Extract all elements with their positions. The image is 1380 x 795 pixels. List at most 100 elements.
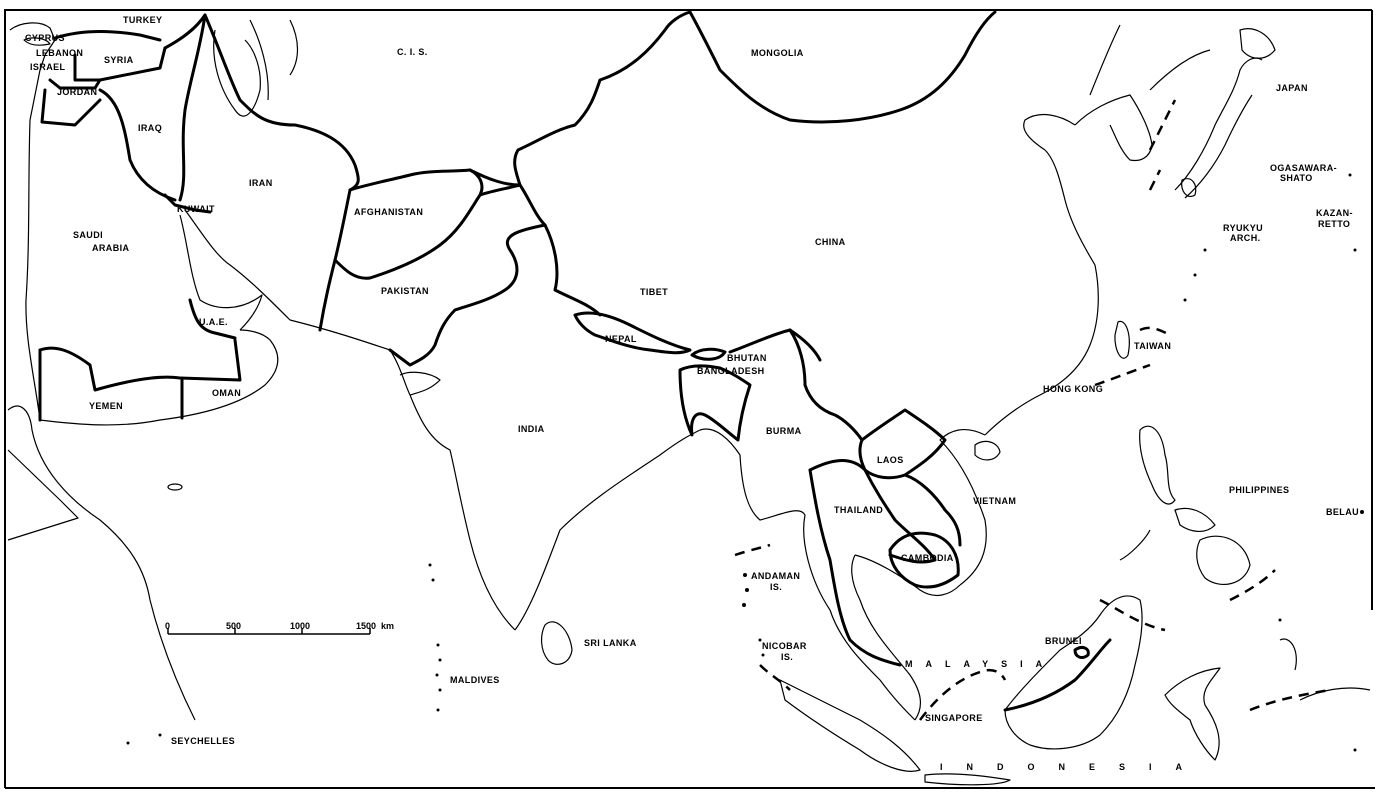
label-hong-kong: HONG KONG <box>1043 384 1104 394</box>
label-afghanistan: AFGHANISTAN <box>354 207 424 217</box>
label-andaman-line1: ANDAMAN <box>751 571 801 581</box>
label-tibet: TIBET <box>640 287 668 297</box>
border-iraq <box>98 88 177 202</box>
island-nicobar-2 <box>761 653 765 657</box>
label-cambodia: CAMBODIA <box>901 553 954 563</box>
label-cyprus: CYPRUS <box>25 33 65 43</box>
coast-japan-honshu-2 <box>1184 94 1253 199</box>
coast-sumatra <box>779 679 921 772</box>
coast-india-east <box>514 429 701 631</box>
dash-philippines-borneo <box>1099 598 1166 632</box>
label-thailand: THAILAND <box>834 505 884 515</box>
coast-sulawesi <box>1164 667 1221 761</box>
label-andaman-line2: IS. <box>770 582 783 592</box>
label-ryukyu-line2: ARCH. <box>1230 233 1261 243</box>
coast-arabia-west <box>25 119 41 421</box>
label-taiwan: TAIWAN <box>1134 341 1172 351</box>
national-borders <box>38 10 1112 712</box>
coast-kyushu <box>1181 178 1197 198</box>
label-bhutan: BHUTAN <box>727 353 767 363</box>
island-maldives-4 <box>438 688 442 692</box>
border-bhutan <box>690 347 727 361</box>
coast-india-west <box>409 394 516 631</box>
dash-nicobar <box>759 664 791 691</box>
label-ogasawara-line1: OGASAWARA- <box>1270 163 1337 173</box>
island-andaman-1 <box>743 573 747 577</box>
island-maldives-1 <box>436 643 440 647</box>
coast-far-east-2 <box>1149 49 1211 91</box>
border-brunei <box>1073 646 1090 659</box>
border-saudi-south <box>38 338 242 392</box>
coast-korea <box>1074 94 1153 162</box>
label-brunei: BRUNEI <box>1045 636 1082 646</box>
coast-africa <box>7 405 196 721</box>
label-india: INDIA <box>518 424 545 434</box>
border-pakistan <box>388 183 547 367</box>
coastlines <box>7 19 1371 786</box>
border-burma-china <box>788 328 864 442</box>
border-mongolia <box>688 10 997 124</box>
coast-gulf-north <box>184 209 291 321</box>
label-mongolia: MONGOLIA <box>751 48 804 58</box>
island-maldives-3 <box>435 673 439 677</box>
scale-label-500: 500 <box>226 621 242 631</box>
label-seychelles: SEYCHELLES <box>171 736 236 746</box>
label-saudi-arabia-line2: ARABIA <box>92 243 130 253</box>
border-cis-china <box>468 10 692 187</box>
coast-sri-lanka <box>541 621 573 665</box>
coast-far-east <box>1089 24 1121 96</box>
label-syria: SYRIA <box>104 55 134 65</box>
coast-malay-west <box>829 609 916 721</box>
border-iran-north <box>203 13 360 192</box>
label-saudi-arabia-line1: SAUDI <box>73 230 104 240</box>
island-seychelles-1 <box>126 741 130 745</box>
coast-gulf-thailand <box>854 554 961 597</box>
map-frame <box>4 9 1375 789</box>
label-nicobar-line2: IS. <box>781 652 794 662</box>
island-east-2 <box>1353 748 1357 752</box>
label-kuwait: KUWAIT <box>177 204 215 214</box>
coast-new-guinea <box>1299 687 1371 701</box>
label-kazan-line1: KAZAN- <box>1316 208 1353 218</box>
island-laccadive-2 <box>431 578 435 582</box>
coast-caspian-2 <box>249 19 269 101</box>
label-laos: LAOS <box>877 455 904 465</box>
coast-java <box>924 773 1011 786</box>
label-sri-lanka: SRI LANKA <box>584 638 637 648</box>
dash-japan-korea-2 <box>1148 169 1162 191</box>
coast-moluccas <box>1279 638 1297 671</box>
border-bangladesh <box>678 364 752 442</box>
label-bangladesh: BANGLADESH <box>697 366 765 376</box>
coast-china-south <box>984 264 1099 436</box>
border-kuwait <box>163 193 212 214</box>
border-jordan <box>48 78 102 90</box>
island-ryukyu-1 <box>1203 248 1207 252</box>
label-nicobar-line1: NICOBAR <box>762 641 807 651</box>
label-uae: U.A.E. <box>199 317 228 327</box>
border-nepal <box>573 311 692 355</box>
coast-china-east <box>1044 149 1096 266</box>
island-maldives-5 <box>436 708 440 712</box>
coast-aral <box>289 19 299 76</box>
coast-mindanao <box>1196 535 1251 586</box>
label-burma: BURMA <box>766 426 802 436</box>
coast-malay-east <box>851 554 922 721</box>
coast-hainan <box>974 440 1001 461</box>
coast-visayas <box>1174 507 1216 532</box>
coast-vietnam <box>939 428 987 586</box>
coast-cyprus <box>23 37 51 46</box>
dash-andaman <box>734 543 771 557</box>
border-cambodia <box>888 531 960 589</box>
scale-label-1500: 1500 <box>356 621 377 631</box>
label-japan: JAPAN <box>1276 83 1308 93</box>
label-lebanon: LEBANON <box>36 48 84 58</box>
label-cis: C. I. S. <box>397 47 428 57</box>
label-vietnam: VIETNAM <box>973 496 1017 506</box>
island-socotra <box>167 483 183 491</box>
label-maldives: MALDIVES <box>450 675 500 685</box>
coast-gulf <box>179 214 263 331</box>
label-singapore: SINGAPORE <box>925 713 983 723</box>
coast-burma <box>699 428 831 611</box>
island-seychelles-2 <box>158 733 162 737</box>
label-nepal: NEPAL <box>605 334 637 344</box>
